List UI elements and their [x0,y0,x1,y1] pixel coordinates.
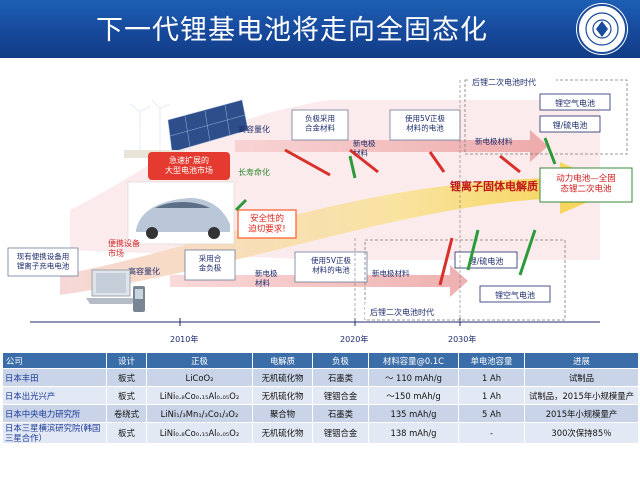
power-battery-box: 动力电池—全固态锂二次电池 [539,167,633,203]
cell-capacity: ～150 mAh/g [368,386,459,405]
post-li-bottom-group: 新电极材料 锂/硫电池 锂空气电池 后锂二次电池时代 [364,239,566,321]
title-bar: 下一代锂基电池将走向全固态化 [0,0,640,58]
post-li-top-group: 后锂二次电池时代 锂空气电池 锂/硫电池 新电极材料 [464,74,628,155]
cell-capacity: ～ 110 mAh/g [368,368,459,387]
svg-text:新电极材料: 新电极材料 [372,268,410,278]
table-header-row: 公司 设计 正极 电解质 负极 材料容量@0.1C 单电池容量 进展 [2,352,639,369]
table-row: 日本中央电力研究所 卷绕式 LiNi₁/₃Mn₁/₃Co₁/₃O₂ 聚合物 石墨… [2,404,639,423]
svg-text:便携设备市场: 便携设备市场 [108,238,140,258]
svg-text:负极采用合金材料: 负极采用合金材料 [305,113,335,132]
high-capacity-lower: 高容量化 [128,266,160,276]
timeline-axis: 2010年 2020年 2030年 [30,80,600,344]
table-row: 日本三星横滨研究院(韩国三星合作） 板式 LiNi₀.₈Co₀.₁₅Al₀.₀₅… [2,422,639,444]
svg-text:锂/硫电池: 锂/硫电池 [469,256,504,266]
cell-cathode: LiNi₀.₈Co₀.₁₅Al₀.₀₅O₂ [146,386,253,405]
portable-market-label: 便携设备市场 [108,238,140,258]
svg-text:使用5V正极材料的电池: 使用5V正极材料的电池 [405,113,445,132]
cell-company: 日本中央电力研究所 [2,404,107,423]
academy-seal-icon [576,3,628,55]
5v-cathode-box-top: 使用5V正极材料的电池 [389,109,461,141]
solar-panel-image [167,99,249,153]
cell-cell-capacity: 1 Ah [458,386,525,405]
cell-electrolyte: 无机硫化物 [252,422,313,444]
page-title: 下一代锂基电池将走向全固态化 [96,15,488,46]
cell-anode: 锂铟合金 [312,386,369,405]
cell-cathode: LiCoO₂ [146,368,253,387]
safety-callout: 安全性的迫切要求! [237,209,297,239]
cell-design: 卷绕式 [106,404,147,423]
cell-company: 日本出光兴产 [2,386,107,405]
cell-anode: 石墨类 [312,404,369,423]
cell-capacity: 138 mAh/g [368,422,459,444]
flow-arrows [234,137,557,286]
roadmap-diagram: 急速扩展的大型电池市场 安全性的迫切要求! 便携设备市场 高容量化 高容量化 长… [7,74,633,344]
svg-text:安全性的迫切要求!: 安全性的迫切要求! [248,213,285,235]
mobile-phone-image [133,286,145,312]
new-cathode-bottom-label: 新电极材料 [255,268,278,287]
table-row: 日本出光兴产 板式 LiNi₀.₈Co₀.₁₅Al₀.₀₅O₂ 无机硫化物 锂铟… [2,386,639,405]
cell-cathode: LiNi₀.₈Co₀.₁₅Al₀.₀₅O₂ [146,422,253,444]
svg-text:现有便携设备用锂离子充电电池: 现有便携设备用锂离子充电电池 [17,251,70,270]
table-row: 日本丰田 板式 LiCoO₂ 无机硫化物 石墨类 ～ 110 mAh/g 1 A… [2,368,639,387]
header-anode: 负极 [312,352,369,369]
capacity-arrow-upper [235,130,548,162]
svg-text:锂空气电池: 锂空气电池 [555,98,595,108]
alloy-anode-box-bottom: 采用合金负极 [184,249,236,281]
cell-anode: 锂铟合金 [312,422,369,444]
cell-cathode: LiNi₁/₃Mn₁/₃Co₁/₃O₂ [146,404,253,423]
laptop-image [86,269,136,304]
svg-text:锂空气电池: 锂空气电池 [495,290,535,300]
svg-text:新电极材料: 新电极材料 [475,136,513,146]
cell-electrolyte: 聚合物 [252,404,313,423]
cell-anode: 石墨类 [312,368,369,387]
long-life-label: 长寿命化 [238,167,270,177]
current-battery-box: 现有便携设备用锂离子充电电池 [7,247,79,277]
svg-text:使用5V正极材料的电池: 使用5V正极材料的电池 [311,255,351,274]
alloy-anode-box-top: 负极采用合金材料 [291,109,349,141]
cell-capacity: 135 mAh/g [368,404,459,423]
electric-car-image [127,181,235,245]
cell-progress: 300次保持85％ [524,422,639,444]
svg-text:采用合金负极: 采用合金负极 [199,253,222,272]
svg-text:锂/硫电池: 锂/硫电池 [553,120,588,130]
header-cathode: 正极 [146,352,253,369]
cell-electrolyte: 无机硫化物 [252,368,313,387]
cell-electrolyte: 无机硫化物 [252,386,313,405]
svg-text:2020年: 2020年 [340,334,368,344]
cell-progress: 2015年小规模量产 [524,404,639,423]
5v-cathode-box-bottom: 使用5V正极材料的电池 [294,251,368,283]
svg-text:动力电池—全固态锂二次电池: 动力电池—全固态锂二次电池 [556,173,616,195]
company-table: 公司 设计 正极 电解质 负极 材料容量@0.1C 单电池容量 进展 日本丰田 … [2,352,639,444]
ev-market-label: 急速扩展的大型电池市场 [148,152,230,180]
high-capacity-upper: 高容量化 [238,124,270,134]
cell-cell-capacity: - [458,422,525,444]
cell-progress: 试制品，2015年小规模量产 [524,386,639,405]
header-company: 公司 [2,352,107,369]
svg-text:2030年: 2030年 [448,334,476,344]
wind-turbine-image [129,99,171,155]
cell-company: 日本三星横滨研究院(韩国三星合作） [2,422,107,444]
cell-design: 板式 [106,386,147,405]
header-capacity: 材料容量@0.1C [368,352,459,369]
solid-electrolyte-label: 锂离子固体电解质 [450,179,538,193]
cell-design: 板式 [106,368,147,387]
svg-text:2010年: 2010年 [170,334,198,344]
cell-cell-capacity: 1 Ah [458,368,525,387]
svg-text:后锂二次电池时代: 后锂二次电池时代 [472,77,536,87]
header-cell-capacity: 单电池容量 [458,352,525,369]
header-electrolyte: 电解质 [252,352,313,369]
svg-text:后锂二次电池时代: 后锂二次电池时代 [370,307,434,317]
svg-text:急速扩展的大型电池市场: 急速扩展的大型电池市场 [165,155,213,175]
header-progress: 进展 [524,352,639,369]
cell-progress: 试制品 [524,368,639,387]
header-design: 设计 [106,352,147,369]
cell-design: 板式 [106,422,147,444]
cell-company: 日本丰田 [2,368,107,387]
new-cathode-top-label: 新电极材料 [353,138,376,157]
cell-cell-capacity: 5 Ah [458,404,525,423]
